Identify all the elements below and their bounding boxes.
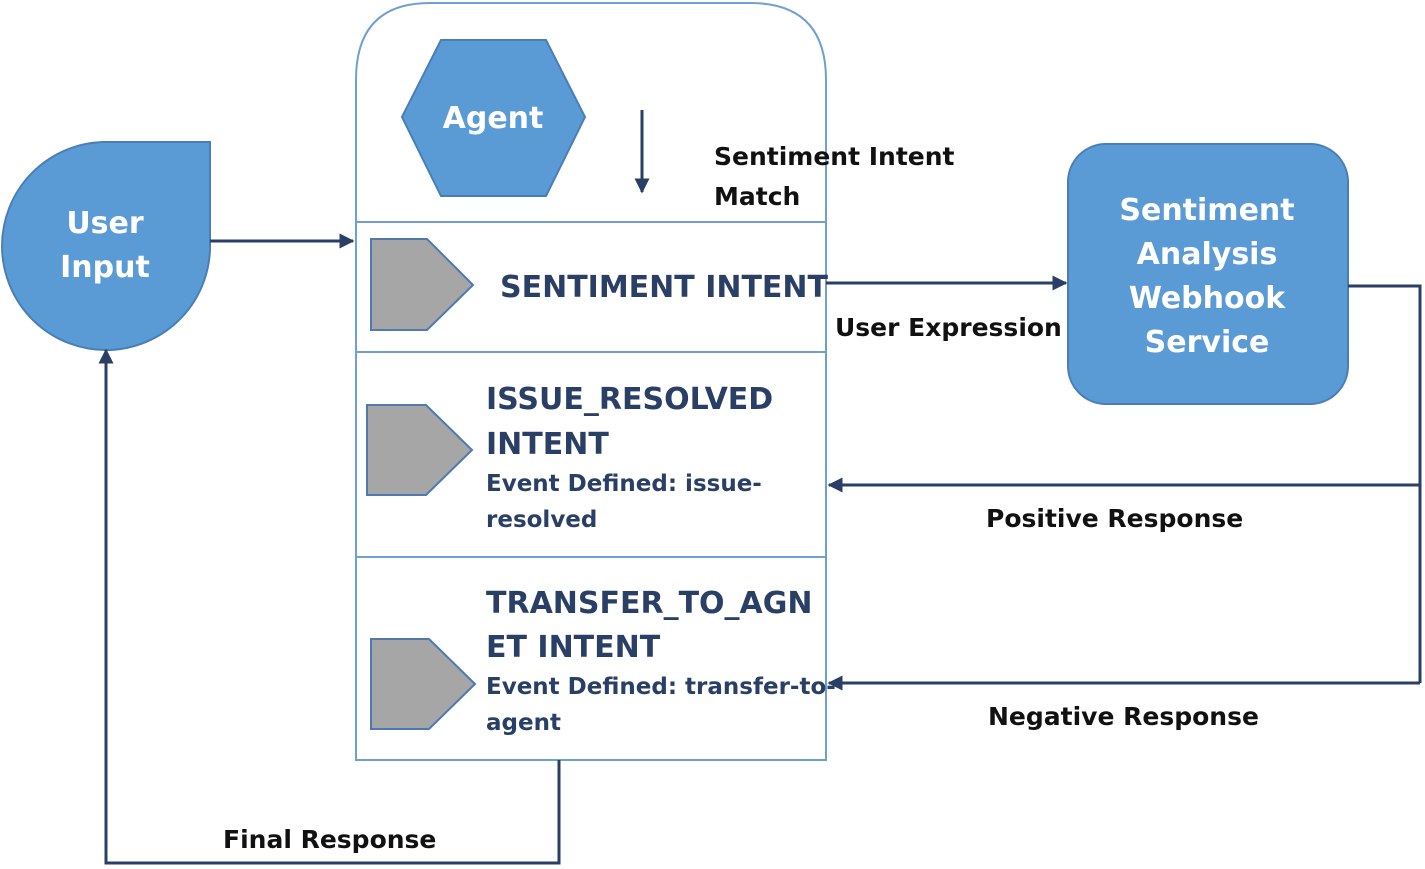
issue-resolved-title-line2: INTENT	[486, 427, 609, 462]
sentiment-intent-icon	[370, 238, 475, 331]
webhook-label-line2: Analysis	[1137, 237, 1278, 272]
webhook-label-line3: Webhook	[1129, 281, 1286, 316]
issue-resolved-event-line2: resolved	[486, 507, 597, 533]
webhook-label-line4: Service	[1145, 325, 1270, 360]
final-response-arrow	[98, 348, 561, 865]
negative-response-label: Negative Response	[988, 702, 1259, 731]
sentiment-intent-match-label-line2: Match	[714, 182, 800, 211]
sentiment-intent-match-label-line1: Sentiment Intent	[714, 142, 955, 171]
user-input-node: User Input	[1, 141, 212, 351]
agent-label: Agent	[443, 101, 544, 136]
transfer-to-agent-intent-icon	[370, 638, 477, 730]
webhook-label-line1: Sentiment	[1119, 193, 1294, 228]
final-response-label: Final Response	[223, 825, 436, 854]
transfer-to-agent-title-line2: ET INTENT	[486, 630, 661, 665]
transfer-to-agent-event-line1: Event Defined: transfer-to-	[486, 674, 836, 700]
transfer-to-agent-title-line1: TRANSFER_TO_AGN	[486, 586, 813, 621]
user-expression-label: User Expression	[835, 313, 1062, 342]
issue-resolved-event-line1: Event Defined: issue-	[486, 471, 762, 497]
positive-response-label: Positive Response	[986, 504, 1243, 533]
sentiment-intent-title: SENTIMENT INTENT	[500, 270, 829, 305]
transfer-to-agent-event-line2: agent	[486, 710, 561, 736]
issue-resolved-intent-icon	[366, 404, 474, 496]
agent-node: Agent	[400, 39, 587, 197]
user-input-label-line1: User	[66, 206, 144, 241]
issue-resolved-title-line1: ISSUE_RESOLVED	[486, 382, 773, 417]
user-input-label-line2: Input	[60, 250, 150, 285]
webhook-response-connector	[1348, 284, 1422, 683]
webhook-service-node: Sentiment Analysis Webhook Service	[1067, 143, 1349, 405]
